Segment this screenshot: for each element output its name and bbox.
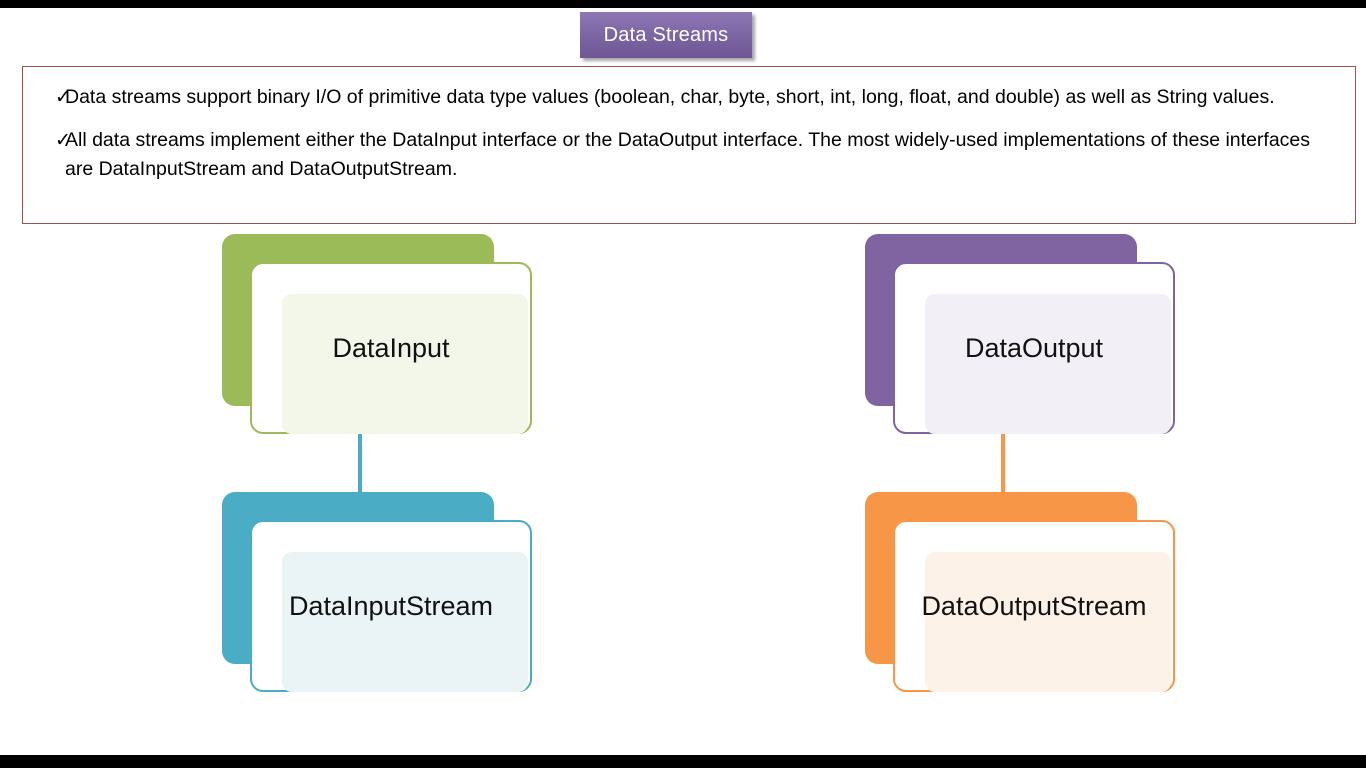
bullet-text: All data streams implement either the Da… — [65, 129, 1311, 180]
node-front-plate — [893, 520, 1175, 692]
node-inner-fill — [925, 552, 1171, 692]
slide-title-banner: Data Streams — [580, 12, 752, 58]
node-label: DataInput — [332, 332, 450, 363]
node-inner-fill — [925, 294, 1171, 434]
connector-datainput-to-datainputstream — [358, 428, 362, 498]
node-label: DataOutput — [964, 332, 1104, 363]
page-title: Data Streams — [603, 23, 729, 46]
bullet-text: Data streams support binary I/O of primi… — [65, 86, 1275, 108]
bullet-text-box: ✓ Data streams support binary I/O of pri… — [22, 66, 1356, 224]
bullet-item: ✓ All data streams implement either the … — [39, 126, 1341, 184]
bottom-letterbox-bar — [0, 755, 1366, 768]
node-front-plate — [250, 262, 532, 434]
node-label: DataInputStream — [288, 590, 494, 621]
node-label: DataOutputStream — [921, 590, 1147, 621]
node-inner-fill — [282, 552, 528, 692]
top-letterbox-bar — [0, 0, 1366, 8]
checkmark-icon: ✓ — [55, 87, 71, 108]
connector-dataoutput-to-dataoutputstream — [1001, 428, 1005, 498]
slide-canvas: Data Streams ✓ Data streams support bina… — [0, 8, 1366, 755]
node-front-plate — [250, 520, 532, 692]
bullet-item: ✓ Data streams support binary I/O of pri… — [39, 83, 1341, 112]
node-inner-fill — [282, 294, 528, 434]
class-hierarchy-diagram: DataInput DataOutput DataInputStream Dat… — [0, 8, 1366, 755]
node-front-plate — [893, 262, 1175, 434]
checkmark-icon: ✓ — [55, 130, 71, 151]
